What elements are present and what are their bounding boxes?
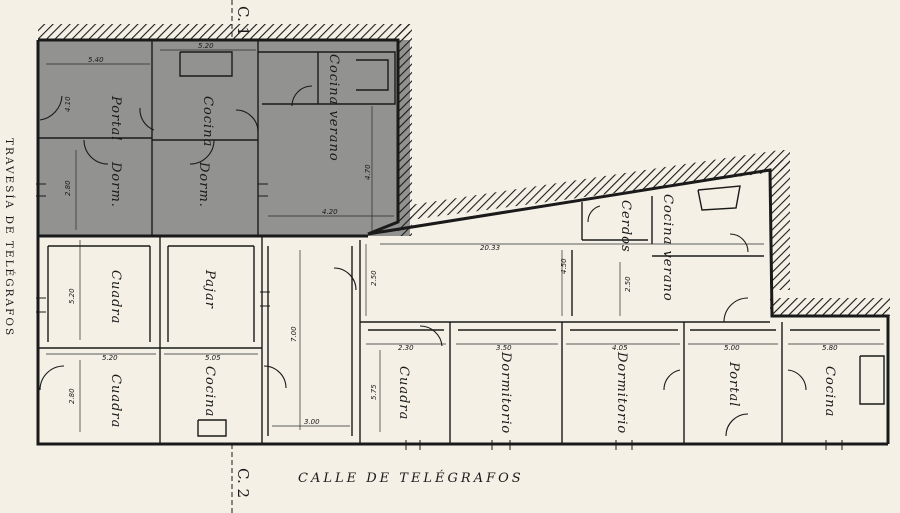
interior-walls-upper <box>38 40 396 236</box>
room-label-dormitorio-b: Dormitorio <box>614 351 629 434</box>
room-label-cocina-c: Cocina <box>822 366 837 417</box>
room-label-cuadra-c: Cuadra <box>396 366 411 420</box>
dim-text: 4.20 <box>322 208 338 216</box>
room-label-portal-a: Portal <box>108 95 123 141</box>
dim-text: 4.10 <box>64 96 72 112</box>
room-label-cocina-verano-a: Cocina verano <box>326 54 341 162</box>
dim-text: 4.70 <box>364 164 372 180</box>
room-label-dormitorio-a: Dormitorio <box>498 351 513 434</box>
window-marks <box>36 183 843 450</box>
neighbour-wall-hatching <box>38 24 890 316</box>
dim-text: 5.20 <box>102 354 118 362</box>
dim-text: 5.40 <box>88 56 104 64</box>
room-label-cuadra-a: Cuadra <box>108 270 123 324</box>
section-mark-bottom: C. 2 <box>234 468 252 498</box>
interior-walls-right <box>359 185 885 444</box>
room-label-cocina-a: Cocina <box>200 96 215 147</box>
street-label: CALLE DE TELÉGRAFOS <box>298 470 524 486</box>
room-label-dorm-b: Dorm. <box>196 161 211 208</box>
room-label-portal-b: Portal <box>726 361 741 407</box>
dim-text: 2.30 <box>398 344 414 352</box>
dim-text: 3.50 <box>496 344 512 352</box>
dim-text: 20.33 <box>480 244 500 252</box>
dim-text: 2.50 <box>370 270 378 286</box>
room-label-dorm-a: Dorm. <box>108 161 123 208</box>
room-label-cocina-verano-b: Cocina verano <box>660 194 675 302</box>
side-street-label: TRAVESÍA DE TELÉGRAFOS <box>3 138 17 337</box>
dim-text: 3.00 <box>304 418 320 426</box>
door-swings <box>39 85 807 437</box>
dim-text: 5.05 <box>205 354 221 362</box>
interior-walls-lower-left <box>38 236 353 444</box>
room-label-cerdos: Cerdos <box>618 200 633 253</box>
dimension-texts: 5.40 5.20 4.20 2.80 4.70 4.10 5.20 5.20 … <box>64 42 838 426</box>
dim-text: 4.50 <box>560 258 568 274</box>
dim-text: 2.50 <box>624 276 632 292</box>
outer-walls <box>36 38 890 446</box>
dim-text: 5.75 <box>370 384 378 400</box>
dim-text: 5.80 <box>822 344 838 352</box>
dim-text: 4.05 <box>612 344 628 352</box>
room-label-cocina-b: Cocina <box>202 366 217 417</box>
dim-text: 5.20 <box>198 42 214 50</box>
room-label-pajar: Pajar <box>202 269 217 309</box>
room-label-cuadra-b: Cuadra <box>108 374 123 428</box>
dim-text: 2.80 <box>68 388 76 404</box>
dim-text: 7.00 <box>290 326 298 342</box>
section-mark-top: C. 1 <box>234 6 252 36</box>
room-labels: Portal Cocina Cocina verano Dorm. Dorm. … <box>108 54 837 434</box>
dimension-lines <box>46 49 884 432</box>
section-cut: C. 1 C. 2 <box>231 0 252 513</box>
dim-text: 5.20 <box>68 288 76 304</box>
dim-text: 5.00 <box>724 344 740 352</box>
dim-text: 2.80 <box>64 180 72 196</box>
